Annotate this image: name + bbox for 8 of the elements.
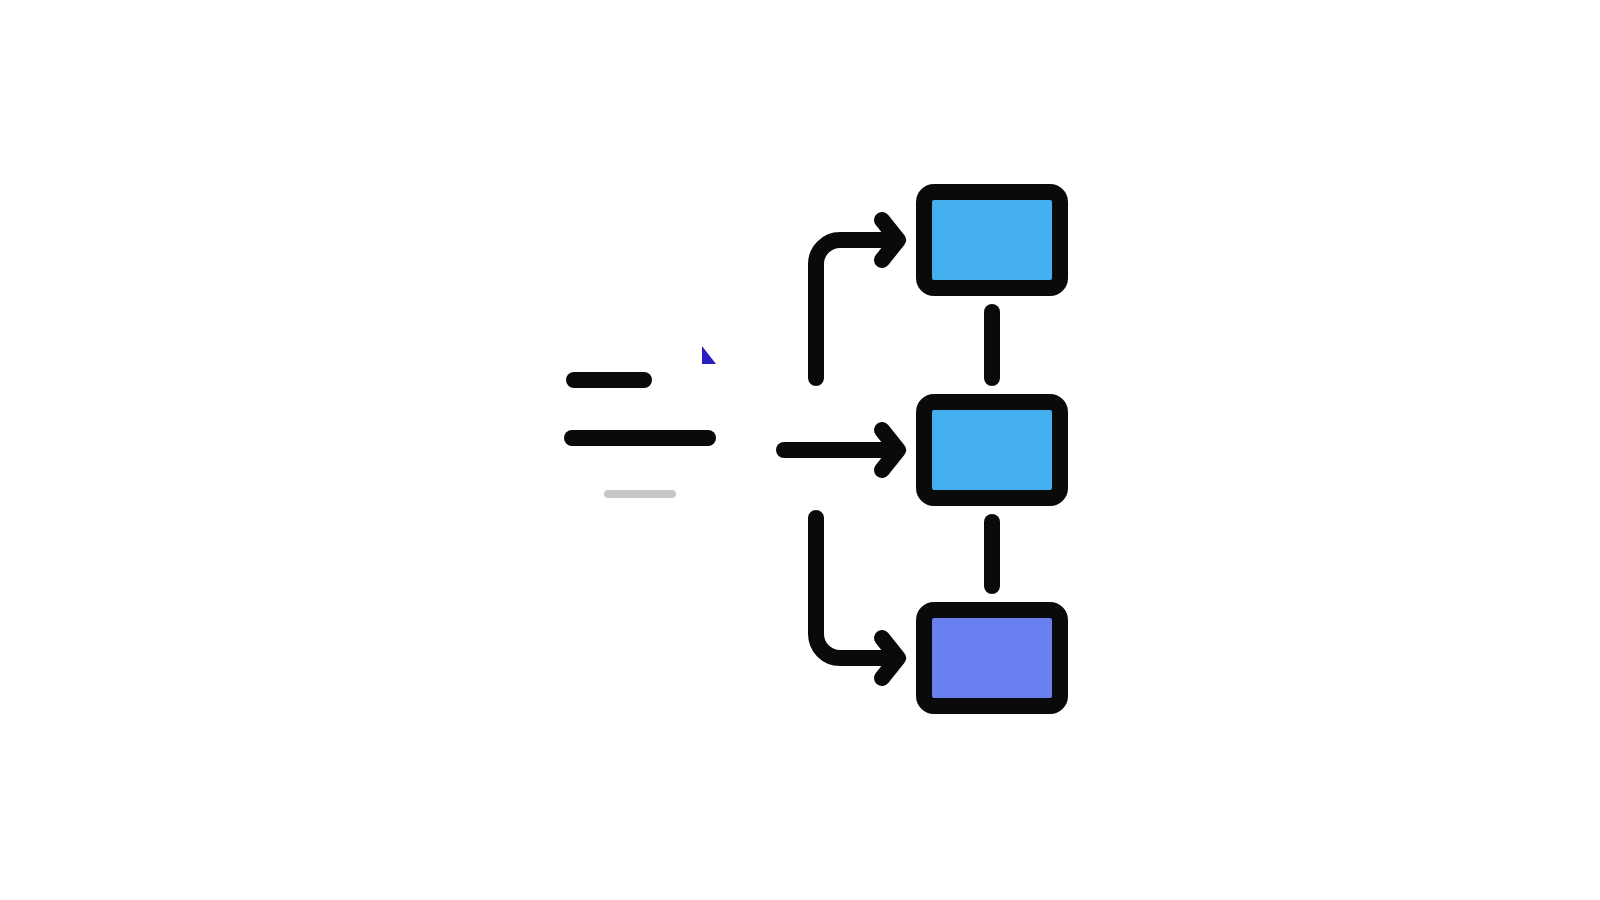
arrow [776, 422, 906, 478]
node-box [916, 602, 1068, 714]
connector-line [984, 514, 1000, 594]
arrow [808, 212, 906, 386]
node-box [916, 394, 1068, 506]
node-box [916, 184, 1068, 296]
arrow [808, 510, 906, 686]
connector-line [984, 304, 1000, 386]
